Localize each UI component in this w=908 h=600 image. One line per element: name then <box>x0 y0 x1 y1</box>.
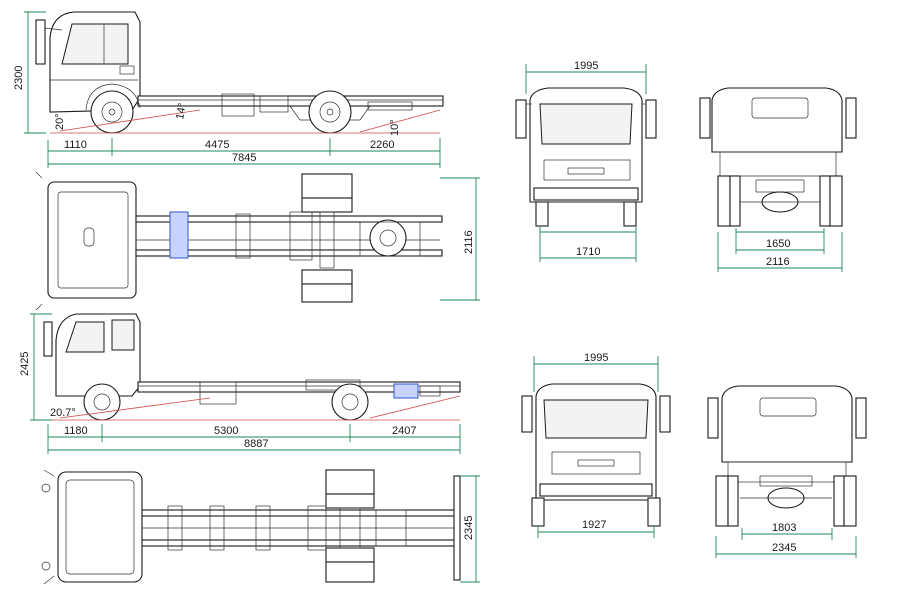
truck1-top-view: 2116 <box>35 171 480 311</box>
truck2-rear-view: 1803 2345 <box>707 385 867 558</box>
rear-wheel <box>308 90 352 134</box>
truck1-front-width: 1995 <box>574 60 598 72</box>
truck2-rear-width: 2345 <box>772 542 796 554</box>
truck2-overall-length: 8887 <box>244 438 268 450</box>
front-wheel <box>90 90 134 134</box>
truck1-rear-view: 1650 2116 <box>699 87 857 272</box>
truck2-front-width: 1995 <box>584 352 608 364</box>
truck2-approach-angle: 20.7° <box>50 407 76 419</box>
truck1-front-overhang: 1110 <box>64 139 87 151</box>
truck1-rear-track: 1650 <box>766 238 790 250</box>
truck1-wheelbase: 4475 <box>205 139 229 151</box>
truck1-height-label: 2300 <box>13 66 25 90</box>
truck1-overall-length: 7845 <box>232 152 256 164</box>
truck1-rear-width: 2116 <box>766 256 790 268</box>
truck1-side-view: 2300 20° 14° 10° 1110 4475 2260 7845 <box>13 11 444 168</box>
truck1-approach-angle: 20° <box>54 113 66 130</box>
truck2-front-view: 1995 1927 <box>521 352 671 538</box>
truck1-front-track: 1710 <box>576 246 600 258</box>
truck2-rear-overhang: 2407 <box>392 425 416 437</box>
front-wheel <box>83 383 121 421</box>
truck1-front-view: 1995 1710 <box>515 60 657 262</box>
truck2-front-overhang: 1180 <box>64 425 88 437</box>
truck2-side-view: 2425 20.7° 1180 5300 2407 8887 <box>19 313 461 454</box>
truck1-rear-angle: 10° <box>389 119 401 136</box>
truck2-wheelbase: 5300 <box>214 425 238 437</box>
truck1-departure-angle: 14° <box>174 102 189 120</box>
truck2-top-view: 2345 <box>41 469 480 585</box>
truck1-top-width: 2116 <box>463 230 475 254</box>
mirror-icon <box>35 19 46 65</box>
truck2-height-label: 2425 <box>19 352 31 376</box>
truck2-top-width: 2345 <box>463 516 475 540</box>
mirror-icon <box>43 321 53 357</box>
truck2-rear-track: 1803 <box>772 522 796 534</box>
rear-wheel <box>331 383 369 421</box>
truck1-rear-overhang: 2260 <box>370 139 394 151</box>
truck2-front-track: 1927 <box>582 519 606 531</box>
